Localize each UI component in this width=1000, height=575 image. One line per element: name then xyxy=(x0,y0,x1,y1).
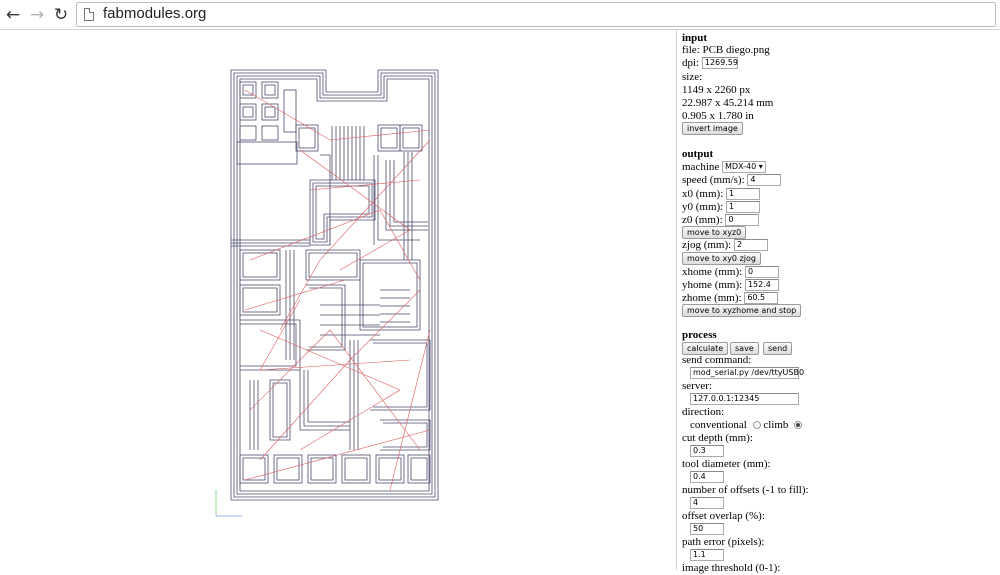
cut-depth-row: 0.3 xyxy=(690,445,724,458)
x0-input[interactable]: 1 xyxy=(726,188,760,201)
dpi-row: dpi: 1269.59 xyxy=(682,57,738,70)
threshold-label: image threshold (0-1): xyxy=(682,562,781,574)
server-input[interactable]: 127.0.0.1:12345 xyxy=(690,393,799,406)
cut-depth-label: cut depth (mm): xyxy=(682,432,753,444)
zjog-row: zjog (mm): 2 xyxy=(682,239,768,252)
x0-label: x0 (mm): xyxy=(682,188,724,200)
conventional-radio[interactable] xyxy=(752,421,761,430)
path-error-label: path error (pixels): xyxy=(682,536,765,548)
move-to-xy0-zjog-button[interactable]: move to xy0 zjog xyxy=(682,252,761,265)
size-mm: 22.987 x 45.214 mm xyxy=(682,97,774,109)
file-label: file: xyxy=(682,44,700,56)
back-arrow-icon[interactable]: ← xyxy=(5,5,21,25)
output-section-title: output xyxy=(682,148,714,160)
move-to-xyz0-button[interactable]: move to xyz0 xyxy=(682,226,747,239)
cut-depth-input[interactable]: 0.3 xyxy=(690,445,724,458)
x0-row: x0 (mm): 1 xyxy=(682,188,760,201)
overlap-label: offset overlap (%): xyxy=(682,510,765,522)
speed-label: speed (mm/s): xyxy=(682,174,745,186)
page-icon xyxy=(84,8,94,21)
dropdown-arrow-icon: ▾ xyxy=(758,162,763,172)
size-in: 0.905 x 1.780 in xyxy=(682,110,754,122)
settings-panel: input file: PCB diego.png dpi: 1269.59 s… xyxy=(682,30,1000,574)
size-label: size: xyxy=(682,71,703,83)
direction-row: conventional climb xyxy=(690,419,803,432)
offsets-row: 4 xyxy=(690,497,724,510)
machine-label: machine xyxy=(682,161,720,173)
overlap-row: 50 xyxy=(690,523,724,536)
overlap-input[interactable]: 50 xyxy=(690,523,724,536)
speed-input[interactable]: 4 xyxy=(747,174,782,187)
yhome-label: yhome (mm): xyxy=(682,279,743,291)
send-command-label: send command: xyxy=(682,354,752,366)
zjog-label: zjog (mm): xyxy=(682,239,732,251)
machine-value: MDX-40 xyxy=(725,162,757,172)
input-section-title: input xyxy=(682,32,708,44)
zhome-label: zhome (mm): xyxy=(682,292,742,304)
y0-label: y0 (mm): xyxy=(682,201,724,213)
direction-label: direction: xyxy=(682,406,725,418)
dpi-label: dpi: xyxy=(682,57,700,69)
machine-select[interactable]: MDX-40 ▾ xyxy=(722,161,766,174)
pcb-toolpath-preview xyxy=(215,69,439,517)
z0-row: z0 (mm): 0 xyxy=(682,214,760,227)
address-bar[interactable]: fabmodules.org xyxy=(76,2,996,27)
xhome-label: xhome (mm): xyxy=(682,266,743,278)
reload-icon[interactable]: ↻ xyxy=(53,5,69,25)
file-name: PCB diego.png xyxy=(702,44,770,56)
climb-radio[interactable] xyxy=(794,421,803,430)
tool-diameter-label: tool diameter (mm): xyxy=(682,458,771,470)
tool-diameter-row: 0.4 xyxy=(690,471,724,484)
send-button[interactable]: send xyxy=(763,342,793,355)
calculate-button[interactable]: calculate xyxy=(682,342,729,355)
path-error-input[interactable]: 1.1 xyxy=(690,549,724,562)
url-text: fabmodules.org xyxy=(103,5,207,22)
offsets-input[interactable]: 4 xyxy=(690,497,724,510)
send-command-input[interactable]: mod_serial.py /dev/ttyUSB0 xyxy=(690,367,804,380)
tool-diameter-input[interactable]: 0.4 xyxy=(690,471,724,484)
zhome-row: zhome (mm): 60.5 xyxy=(682,292,779,305)
conventional-label: conventional xyxy=(690,419,747,431)
panel-divider xyxy=(676,30,677,570)
size-px: 1149 x 2260 px xyxy=(682,84,751,96)
xhome-input[interactable]: 0 xyxy=(744,266,779,279)
y0-row: y0 (mm): 1 xyxy=(682,201,760,214)
z0-input[interactable]: 0 xyxy=(725,214,760,227)
move-to-xyzhome-button[interactable]: move to xyzhome and stop xyxy=(682,304,802,317)
y0-input[interactable]: 1 xyxy=(726,201,760,214)
z0-label: z0 (mm): xyxy=(682,214,723,226)
offsets-label: number of offsets (-1 to fill): xyxy=(682,484,809,496)
xhome-row: xhome (mm): 0 xyxy=(682,266,779,279)
path-error-row: 1.1 xyxy=(690,549,724,562)
server-label: server: xyxy=(682,380,712,392)
browser-toolbar: ← → ↻ fabmodules.org xyxy=(0,0,1000,30)
save-button[interactable]: save xyxy=(730,342,759,355)
machine-row: machine MDX-40 ▾ xyxy=(682,161,766,174)
invert-image-button[interactable]: invert image xyxy=(682,122,743,135)
file-row: file: PCB diego.png xyxy=(682,44,770,57)
server-row: 127.0.0.1:12345 xyxy=(690,393,799,406)
process-section-title: process xyxy=(682,329,717,341)
toolpath-canvas[interactable] xyxy=(0,30,676,570)
send-command-row: mod_serial.py /dev/ttyUSB0 xyxy=(690,367,804,380)
zjog-input[interactable]: 2 xyxy=(733,239,768,252)
forward-arrow-icon[interactable]: → xyxy=(29,5,45,25)
zhome-input[interactable]: 60.5 xyxy=(744,292,779,305)
yhome-input[interactable]: 152.4 xyxy=(744,279,779,292)
yhome-row: yhome (mm): 152.4 xyxy=(682,279,779,292)
climb-label: climb xyxy=(763,419,789,431)
speed-row: speed (mm/s): 4 xyxy=(682,174,782,187)
dpi-input[interactable]: 1269.59 xyxy=(701,57,738,70)
